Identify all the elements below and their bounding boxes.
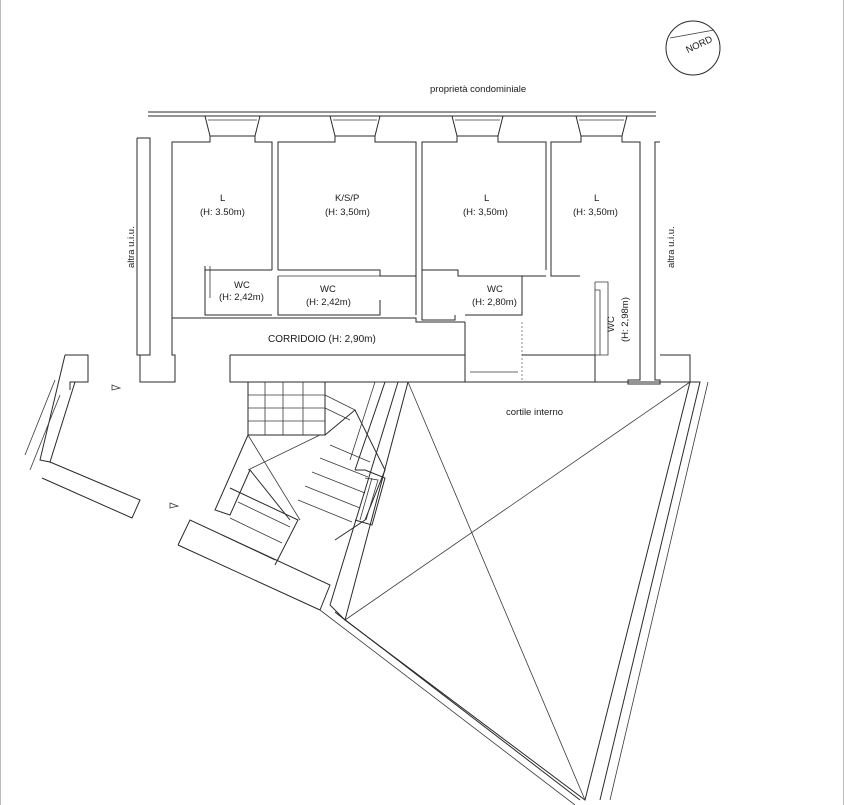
courtyard-label: cortile interno bbox=[506, 407, 563, 418]
room-l3-height: (H: 3,50m) bbox=[573, 207, 618, 218]
room-l3-name: L bbox=[594, 193, 599, 204]
room-ksp-name: K/S/P bbox=[335, 193, 359, 204]
room-wc4-height: (H: 2,98m) bbox=[620, 297, 631, 342]
room-wc3-name: WC bbox=[487, 284, 503, 295]
left-structure bbox=[24, 138, 180, 519]
room-wc1-name: WC bbox=[234, 280, 250, 291]
room-wc2-name: WC bbox=[320, 284, 336, 295]
top-wall bbox=[148, 111, 656, 137]
room-wc2-height: (H: 2,42m) bbox=[306, 297, 351, 308]
room-l1-name: L bbox=[220, 193, 225, 204]
staircase bbox=[177, 381, 386, 611]
courtyard bbox=[319, 381, 709, 805]
right-side-label: altra u.i.u. bbox=[666, 226, 677, 268]
room-l2-name: L bbox=[484, 193, 489, 204]
room-walls bbox=[137, 136, 691, 385]
left-side-label: altra u.i.u. bbox=[126, 226, 137, 268]
room-l2-height: (H: 3,50m) bbox=[463, 207, 508, 218]
compass-icon: NORD bbox=[665, 20, 721, 76]
room-ksp-height: (H: 3,50m) bbox=[325, 207, 370, 218]
corridor-label: CORRIDOIO (H: 2,90m) bbox=[268, 334, 376, 345]
top-label: proprietà condominiale bbox=[430, 84, 526, 95]
compass-label: NORD bbox=[684, 34, 714, 56]
room-wc1-height: (H: 2,42m) bbox=[219, 292, 264, 303]
room-l1-height: (H: 3.50m) bbox=[200, 207, 245, 218]
room-wc4-name: WC bbox=[606, 316, 617, 332]
room-wc3-height: (H: 2,80m) bbox=[472, 297, 517, 308]
room-labels: L (H: 3.50m) K/S/P (H: 3,50m) L (H: 3,50… bbox=[126, 193, 677, 418]
